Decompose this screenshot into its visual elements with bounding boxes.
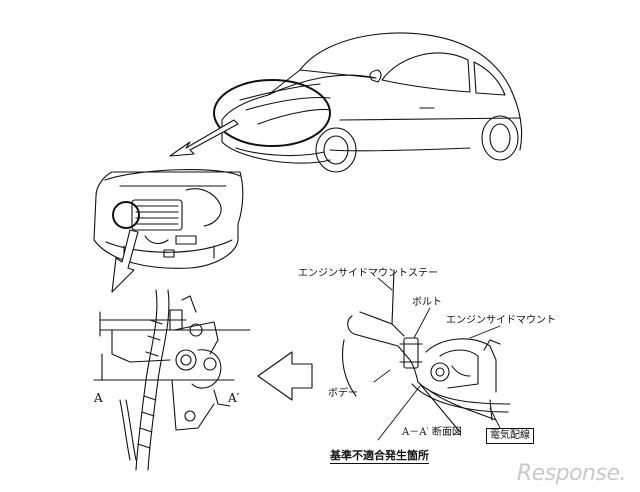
watermark-logo: Response. [516, 461, 627, 486]
engine-bay-illustration [93, 169, 244, 269]
arrow-engine-to-detail [111, 229, 139, 293]
label-mount: エンジンサイドマウント [446, 315, 556, 326]
label-a-right: A′ [228, 391, 240, 405]
label-section: A－A′ 断面図 [402, 427, 462, 438]
label-bolt: ボルト [412, 297, 442, 308]
section-drawing [341, 269, 511, 433]
hood-highlight-ellipse [213, 79, 331, 147]
label-stay: エンジンサイドマウントステー [298, 268, 438, 279]
leader-lines [373, 277, 501, 441]
engine-highlight-circle [112, 201, 140, 229]
label-wiring: 電気配線 [486, 428, 534, 444]
arrow-detail-to-section [257, 351, 313, 401]
label-body: ボデー [328, 388, 358, 399]
label-defect: 基準不適合発生箇所 [330, 449, 429, 464]
label-a-left: A [94, 391, 103, 405]
arrow-car-to-engine [169, 119, 239, 157]
car-illustration [221, 32, 523, 173]
